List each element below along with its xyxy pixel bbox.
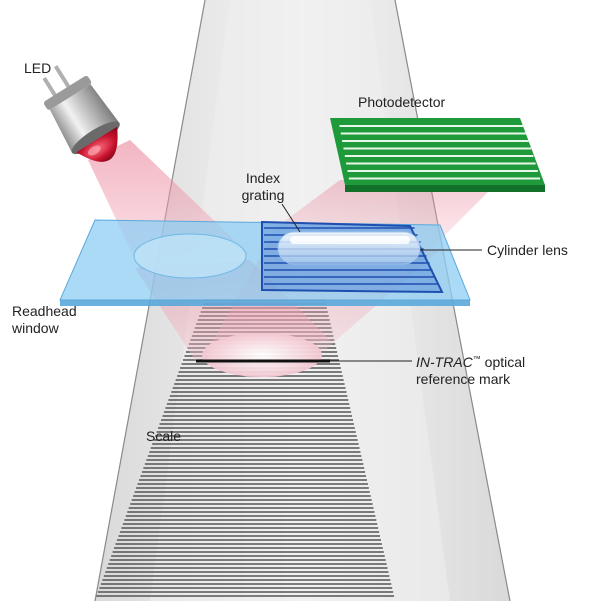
intrac-label-line2: reference mark — [416, 371, 511, 387]
index-grating-label-line2: grating — [241, 187, 285, 203]
scale-illuminated-spot — [202, 333, 322, 377]
index-grating-label-line1: Index — [245, 170, 281, 186]
intrac-label-line1: IN-TRAC™ optical — [416, 354, 525, 371]
readhead-window-label: Readhead window — [12, 303, 77, 337]
led-icon — [42, 65, 120, 162]
scale-label: Scale — [146, 428, 182, 444]
intrac-name: IN-TRAC — [416, 354, 473, 370]
index-grating-label: Index grating — [238, 170, 288, 204]
photodetector-label: Photodetector — [358, 94, 446, 110]
index-grating-leader — [281, 203, 301, 233]
intrac-trademark: ™ — [472, 354, 481, 364]
photodetector-icon — [330, 118, 545, 192]
cylinder-lens-label: Cylinder lens — [487, 242, 568, 258]
intrac-suffix: optical — [480, 354, 526, 370]
led-label: LED — [24, 60, 52, 76]
cylinder-lens — [277, 231, 421, 265]
readhead-window-label-line1: Readhead — [12, 303, 77, 319]
intrac-label: IN-TRAC™ optical reference mark — [416, 354, 525, 388]
readhead-window-label-line2: window — [12, 320, 59, 336]
